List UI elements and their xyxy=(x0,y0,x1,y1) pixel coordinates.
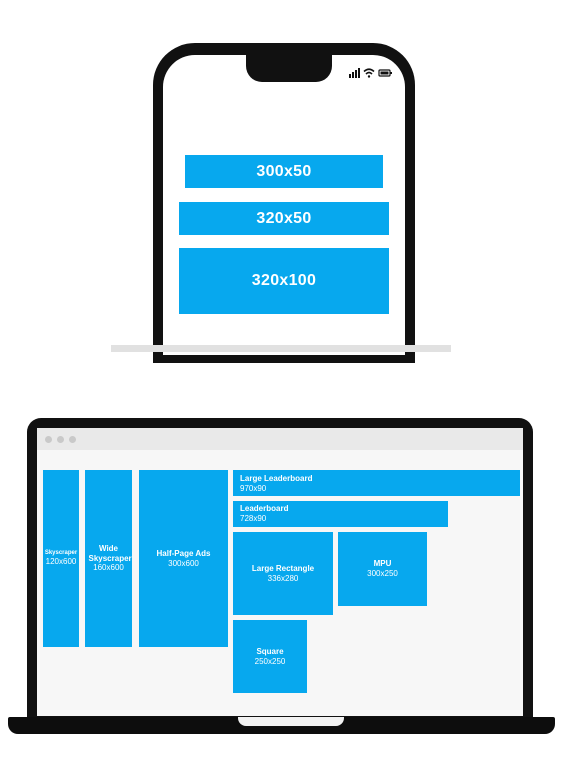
ad-mpu: MPU 300x250 xyxy=(338,532,427,606)
window-dot-icon xyxy=(45,436,52,443)
ad-leaderboard: Leaderboard 728x90 xyxy=(233,501,448,527)
ad-300x50: 300x50 xyxy=(185,155,383,188)
signal-icon xyxy=(349,68,360,78)
ad-square: Square 250x250 xyxy=(233,620,307,693)
ad-name: Half-Page Ads xyxy=(156,548,211,558)
ad-name: Leaderboard xyxy=(240,504,289,513)
ad-size: 160x600 xyxy=(93,563,124,573)
ad-wide-skyscraper: Wide Skyscraper 160x600 xyxy=(85,470,132,647)
ad-name: Skyscraper xyxy=(44,550,78,557)
ad-name: Large Leaderboard xyxy=(240,474,313,483)
ad-320x100: 320x100 xyxy=(179,248,389,314)
phone-shelf xyxy=(111,345,451,352)
ad-large-leaderboard: Large Leaderboard 970x90 xyxy=(233,470,520,496)
ad-label: 300x50 xyxy=(256,162,312,180)
ad-half-page: Half-Page Ads 300x600 xyxy=(139,470,228,647)
ad-large-rectangle: Large Rectangle 336x280 xyxy=(233,532,333,615)
laptop-base-groove xyxy=(238,717,344,726)
ad-skyscraper: Skyscraper 120x600 xyxy=(43,470,79,647)
window-dot-icon xyxy=(57,436,64,443)
browser-title-bar xyxy=(37,428,523,450)
ad-name: Large Rectangle xyxy=(251,563,315,573)
ad-size: 250x250 xyxy=(254,656,286,666)
ad-size: 300x250 xyxy=(367,569,398,578)
ad-size: 970x90 xyxy=(240,483,267,493)
status-icons xyxy=(349,68,392,78)
ad-size: 728x90 xyxy=(240,513,267,523)
ad-320x50: 320x50 xyxy=(179,202,389,235)
ad-name: Wide Skyscraper xyxy=(88,544,132,563)
ad-size: 120x600 xyxy=(45,557,77,567)
ad-label: 320x100 xyxy=(251,272,317,289)
window-dot-icon xyxy=(69,436,76,443)
battery-icon xyxy=(378,69,392,77)
phone-notch xyxy=(246,55,332,82)
wifi-icon xyxy=(363,68,375,78)
laptop-base xyxy=(8,717,555,734)
ad-name: Square xyxy=(256,646,284,656)
ad-size: 336x280 xyxy=(267,573,299,583)
ad-size: 300x600 xyxy=(168,558,199,568)
ad-name: MPU xyxy=(373,559,392,569)
ad-label: 320x50 xyxy=(256,209,312,227)
